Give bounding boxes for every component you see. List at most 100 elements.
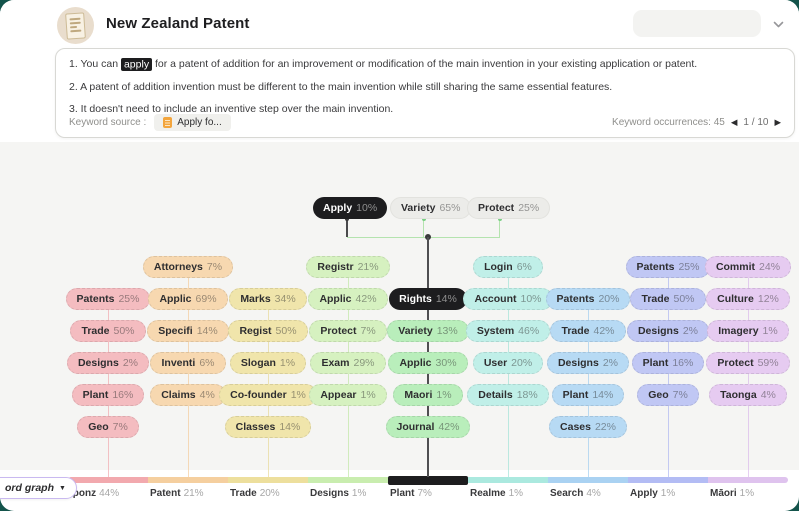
bar-segment-iponz[interactable] xyxy=(68,477,148,483)
pill-label: Plant xyxy=(642,357,669,369)
bar-label-percent: 20% xyxy=(259,488,280,499)
pill-percent: 29% xyxy=(353,357,375,369)
bar-segment-designs[interactable] xyxy=(308,477,388,483)
source-file-chip[interactable]: Apply fo... xyxy=(154,114,231,131)
bar-label-name: Patent xyxy=(150,488,181,499)
pill-percent: 65% xyxy=(439,202,461,214)
bar-segment-plant[interactable] xyxy=(388,475,468,485)
pill-label: Journal xyxy=(396,421,435,433)
pill-percent: 14% xyxy=(592,389,614,401)
next-page-button[interactable]: ▶ xyxy=(774,117,781,128)
pill-percent: 14% xyxy=(196,325,218,337)
pill-percent: 1% xyxy=(360,389,376,401)
bar-label-name: Apply xyxy=(630,488,658,499)
pill-label: Trade xyxy=(641,293,670,305)
pill-label: Protect xyxy=(478,202,515,214)
bar-segment-trade[interactable] xyxy=(228,477,308,483)
bar-label-percent: 1% xyxy=(739,488,755,499)
bar-segment-realme[interactable] xyxy=(468,477,548,483)
pill-label: Designs xyxy=(637,325,679,337)
pill-percent: 59% xyxy=(757,357,779,369)
pill-percent: 34% xyxy=(274,293,296,305)
bar-segment-apply[interactable] xyxy=(628,477,708,483)
bar-segment-māori[interactable] xyxy=(708,477,788,483)
document-avatar xyxy=(57,7,94,44)
prev-page-button[interactable]: ◀ xyxy=(730,117,738,128)
pill-label: Patents xyxy=(76,293,115,305)
pill-percent: 2% xyxy=(602,357,619,369)
pill-label: Geo xyxy=(88,421,109,433)
pill-percent: 16% xyxy=(672,357,694,369)
chevron-down-icon[interactable] xyxy=(769,15,787,33)
pill-percent: 1% xyxy=(762,325,778,337)
pill-percent: 21% xyxy=(357,261,379,273)
pill-percent: 50% xyxy=(673,293,695,305)
bar-segment-search[interactable] xyxy=(548,477,628,483)
pill-percent: 2% xyxy=(682,325,699,337)
pill-percent: 13% xyxy=(436,325,458,337)
pill-label: Attorneys xyxy=(153,261,203,273)
pill-percent: 50% xyxy=(275,325,297,337)
pill-percent: 7% xyxy=(112,421,128,433)
pill-percent: 14% xyxy=(279,421,301,433)
pill-label: User xyxy=(483,357,508,369)
pill-label: Trade xyxy=(81,325,110,337)
graph-view-selector[interactable]: ord graph ▼ xyxy=(0,477,77,499)
pill-label: Imagery xyxy=(718,325,759,337)
bar-segment-patent[interactable] xyxy=(148,477,228,483)
pill-label: Account xyxy=(474,293,517,305)
pill-label: Designs xyxy=(557,357,599,369)
pill-label: Applic xyxy=(159,293,192,305)
